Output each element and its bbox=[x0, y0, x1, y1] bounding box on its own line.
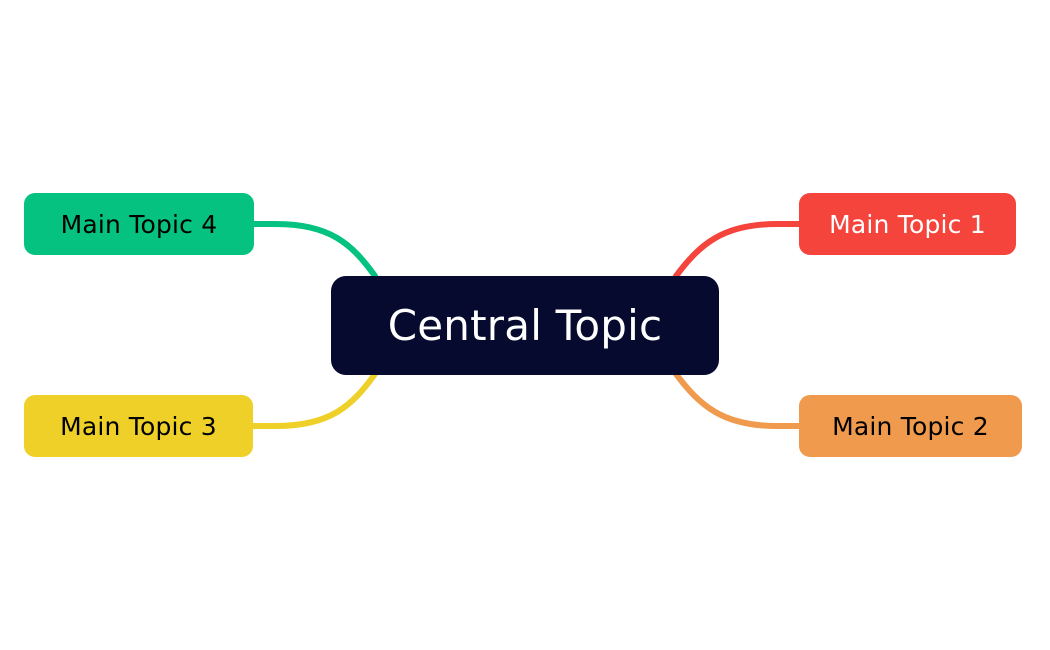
main-topic-2-label: Main Topic 2 bbox=[832, 411, 989, 441]
main-topic-1-label: Main Topic 1 bbox=[829, 209, 986, 239]
main-topic-4-label: Main Topic 4 bbox=[60, 209, 218, 239]
central-topic-node[interactable]: Central Topic bbox=[331, 276, 719, 375]
connector-topic-2 bbox=[673, 371, 802, 429]
main-topic-3-label: Main Topic 3 bbox=[60, 411, 217, 441]
connector-topic-4 bbox=[251, 221, 378, 279]
connector-topic-1 bbox=[673, 221, 802, 279]
connector-topic-3 bbox=[250, 371, 378, 429]
main-topic-4-node[interactable]: Main Topic 4 bbox=[24, 193, 254, 255]
central-topic-label: Central Topic bbox=[387, 300, 663, 350]
main-topic-1-node[interactable]: Main Topic 1 bbox=[799, 193, 1016, 255]
main-topic-3-node[interactable]: Main Topic 3 bbox=[24, 395, 253, 457]
main-topic-2-node[interactable]: Main Topic 2 bbox=[799, 395, 1022, 457]
